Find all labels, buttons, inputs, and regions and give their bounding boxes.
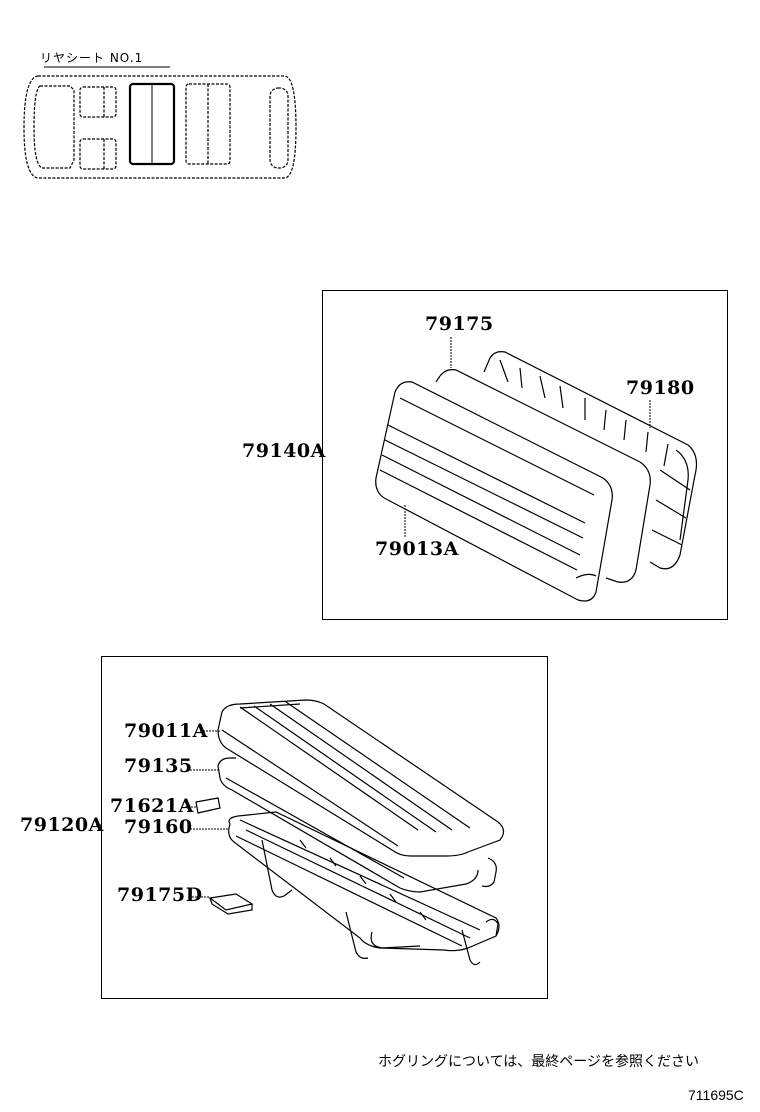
- part-label-79160[interactable]: 79160: [124, 816, 193, 838]
- assembly-label-79120A[interactable]: 79120A: [20, 814, 104, 836]
- seat-cushion-assembly-frame: [101, 656, 548, 999]
- hog-ring-note: ホグリングについては、最終ページを参照ください: [378, 1054, 700, 1070]
- illustration-id: 711695C: [688, 1087, 744, 1103]
- seatback-assembly-frame: [322, 290, 728, 620]
- part-label-79180[interactable]: 79180: [626, 377, 695, 399]
- part-label-79135[interactable]: 79135: [124, 755, 193, 777]
- locator-title: リヤシート NO.1: [40, 51, 144, 65]
- part-label-79011A[interactable]: 79011A: [124, 720, 208, 742]
- part-label-79175D[interactable]: 79175D: [117, 884, 203, 906]
- part-label-79013A[interactable]: 79013A: [375, 538, 459, 560]
- highlighted-seat-icon: [128, 82, 176, 166]
- part-label-71621A[interactable]: 71621A: [110, 795, 194, 817]
- assembly-label-79140A[interactable]: 79140A: [242, 440, 326, 462]
- part-label-79175[interactable]: 79175: [425, 313, 494, 335]
